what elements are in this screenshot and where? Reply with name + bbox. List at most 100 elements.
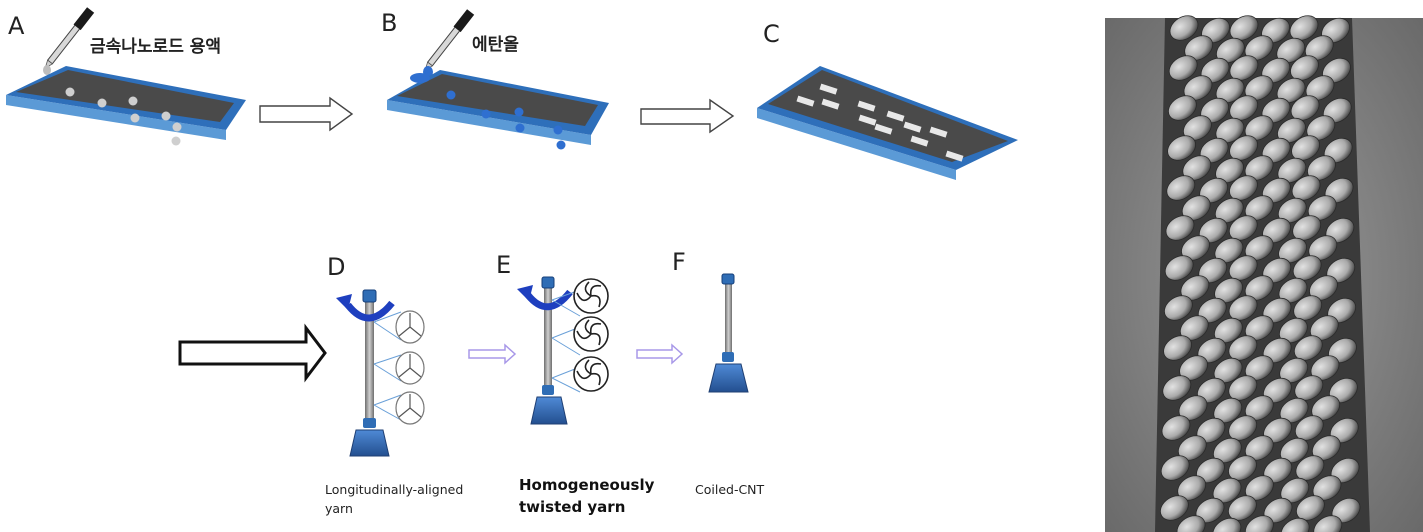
step-f: F Coiled-CNT <box>672 248 765 497</box>
spindle-cap <box>721 273 735 285</box>
yarn-rod <box>725 283 732 353</box>
substrate-c <box>757 66 1018 180</box>
nanorods-c <box>796 83 964 162</box>
reel-icon <box>573 316 609 352</box>
yarn-coil-bead <box>1229 175 1258 201</box>
droplet <box>43 65 51 75</box>
substrate-b <box>387 70 609 145</box>
yarn-coil-bead <box>1228 375 1258 401</box>
spindle-foot <box>363 418 376 428</box>
yarn-coil-bead <box>1291 135 1320 161</box>
spindle-cap <box>362 289 377 303</box>
yarn-coil-bead <box>1166 175 1196 201</box>
yarn-coil-bead <box>1169 15 1199 41</box>
step-a: A 금속나노로드 용액 <box>6 7 246 146</box>
yarn-coil-bead <box>1167 135 1196 161</box>
yarn-coil-bead <box>1228 415 1258 441</box>
rotation-arrow-icon <box>345 300 395 322</box>
yarn-coil-bead <box>1295 455 1325 481</box>
pipette-icon <box>424 9 475 72</box>
block-arrow-icon <box>259 96 354 132</box>
yarn-coil-bead <box>1160 495 1189 521</box>
yarn-coil-bead <box>1292 255 1322 281</box>
yarn-coil-bead <box>1228 495 1257 521</box>
yarn-coil-bead <box>1228 335 1258 361</box>
caption-d-line1: Longitudinally-aligned <box>325 482 463 497</box>
yarn-coil-bead <box>1165 215 1195 241</box>
yarn-coil-bead <box>1291 175 1321 201</box>
yarn-coil-bead <box>1289 15 1319 41</box>
rotation-arrowhead <box>517 285 533 301</box>
caption-f-line1: Coiled-CNT <box>695 482 765 497</box>
droplets-b <box>446 90 566 150</box>
base-block <box>708 363 749 393</box>
yarn-rod <box>365 300 374 420</box>
reel-icon <box>395 351 425 385</box>
yarn-coil-bead <box>1168 95 1197 121</box>
yarn-coil-bead <box>1228 215 1258 241</box>
step-label-e: E <box>496 251 511 279</box>
yarn-coil-bead <box>1229 135 1258 161</box>
reel-icon <box>395 310 425 344</box>
rotation-arrow-icon <box>525 289 573 311</box>
coiled-yarn-image <box>1155 15 1370 532</box>
sem-micrograph <box>1105 15 1423 532</box>
yarn-coil-bead <box>1164 295 1193 321</box>
spindle-foot <box>542 385 554 395</box>
yarn-coil-bead <box>1290 95 1320 121</box>
yarn-coil-bead <box>1229 95 1259 121</box>
yarn-coil-bead <box>1292 215 1322 241</box>
step-e: E Homogeneously twisted yarn <box>496 251 655 516</box>
yarn-coil-bead <box>1162 375 1192 401</box>
block-arrow-icon <box>640 98 735 134</box>
step-label-b: B <box>381 9 397 37</box>
caption-e-line2: twisted yarn <box>519 498 625 516</box>
block-arrow-icon <box>178 323 327 383</box>
yarn-coil-bead <box>1161 415 1191 441</box>
pipette-icon <box>44 7 95 70</box>
yarn-coil-bead <box>1293 335 1323 361</box>
yarn-coil-bead <box>1229 55 1259 81</box>
step-label-c: C <box>763 20 780 48</box>
droplets-a <box>65 87 182 146</box>
step-c: C <box>757 20 1018 180</box>
yarn-coil-bead <box>1228 255 1258 281</box>
yarn-coil-bead <box>1245 515 1274 532</box>
caption-d-line2: yarn <box>325 501 353 516</box>
yarn-coil-bead <box>1294 415 1324 441</box>
reels-d <box>373 311 402 421</box>
block-arrow-icon <box>468 343 517 365</box>
yarn-coil-bead <box>1313 515 1343 532</box>
yarn-coil-bead <box>1160 455 1190 481</box>
reel-icon <box>573 278 609 314</box>
yarn-coil-bead <box>1176 515 1206 532</box>
rotation-arrowhead <box>336 294 352 310</box>
reel-icon <box>573 356 609 392</box>
yarn-coil-bead <box>1228 295 1258 321</box>
reel-icon <box>395 391 425 425</box>
base-block <box>349 429 390 457</box>
yarn-coil-bead <box>1164 255 1194 281</box>
step-d: D Longitudinally-aligned yarn <box>325 253 463 516</box>
step-a-reagent-label: 금속나노로드 용액 <box>90 37 221 57</box>
step-label-a: A <box>8 12 25 40</box>
step-label-f: F <box>672 248 686 276</box>
yarn-coil-bead <box>1296 495 1325 521</box>
step-label-d: D <box>327 253 345 281</box>
yarn-coil-bead <box>1168 55 1198 81</box>
step-b: B 에탄올 <box>381 9 609 150</box>
yarn-coil-bead <box>1294 375 1324 401</box>
block-arrow-icon <box>636 343 684 365</box>
yarn-coil-bead <box>1293 295 1323 321</box>
yarn-coil-bead <box>1280 517 1310 532</box>
yarn-coil-bead <box>1212 517 1242 532</box>
yarn-rod <box>544 287 552 387</box>
spindle-foot <box>722 352 734 362</box>
yarn-coil-bead <box>1163 335 1192 361</box>
yarn-coil-bead <box>1229 15 1259 41</box>
step-b-reagent-label: 에탄올 <box>472 35 519 55</box>
base-block <box>530 396 568 425</box>
spindle-cap <box>541 276 555 289</box>
substrate-a <box>6 66 246 140</box>
